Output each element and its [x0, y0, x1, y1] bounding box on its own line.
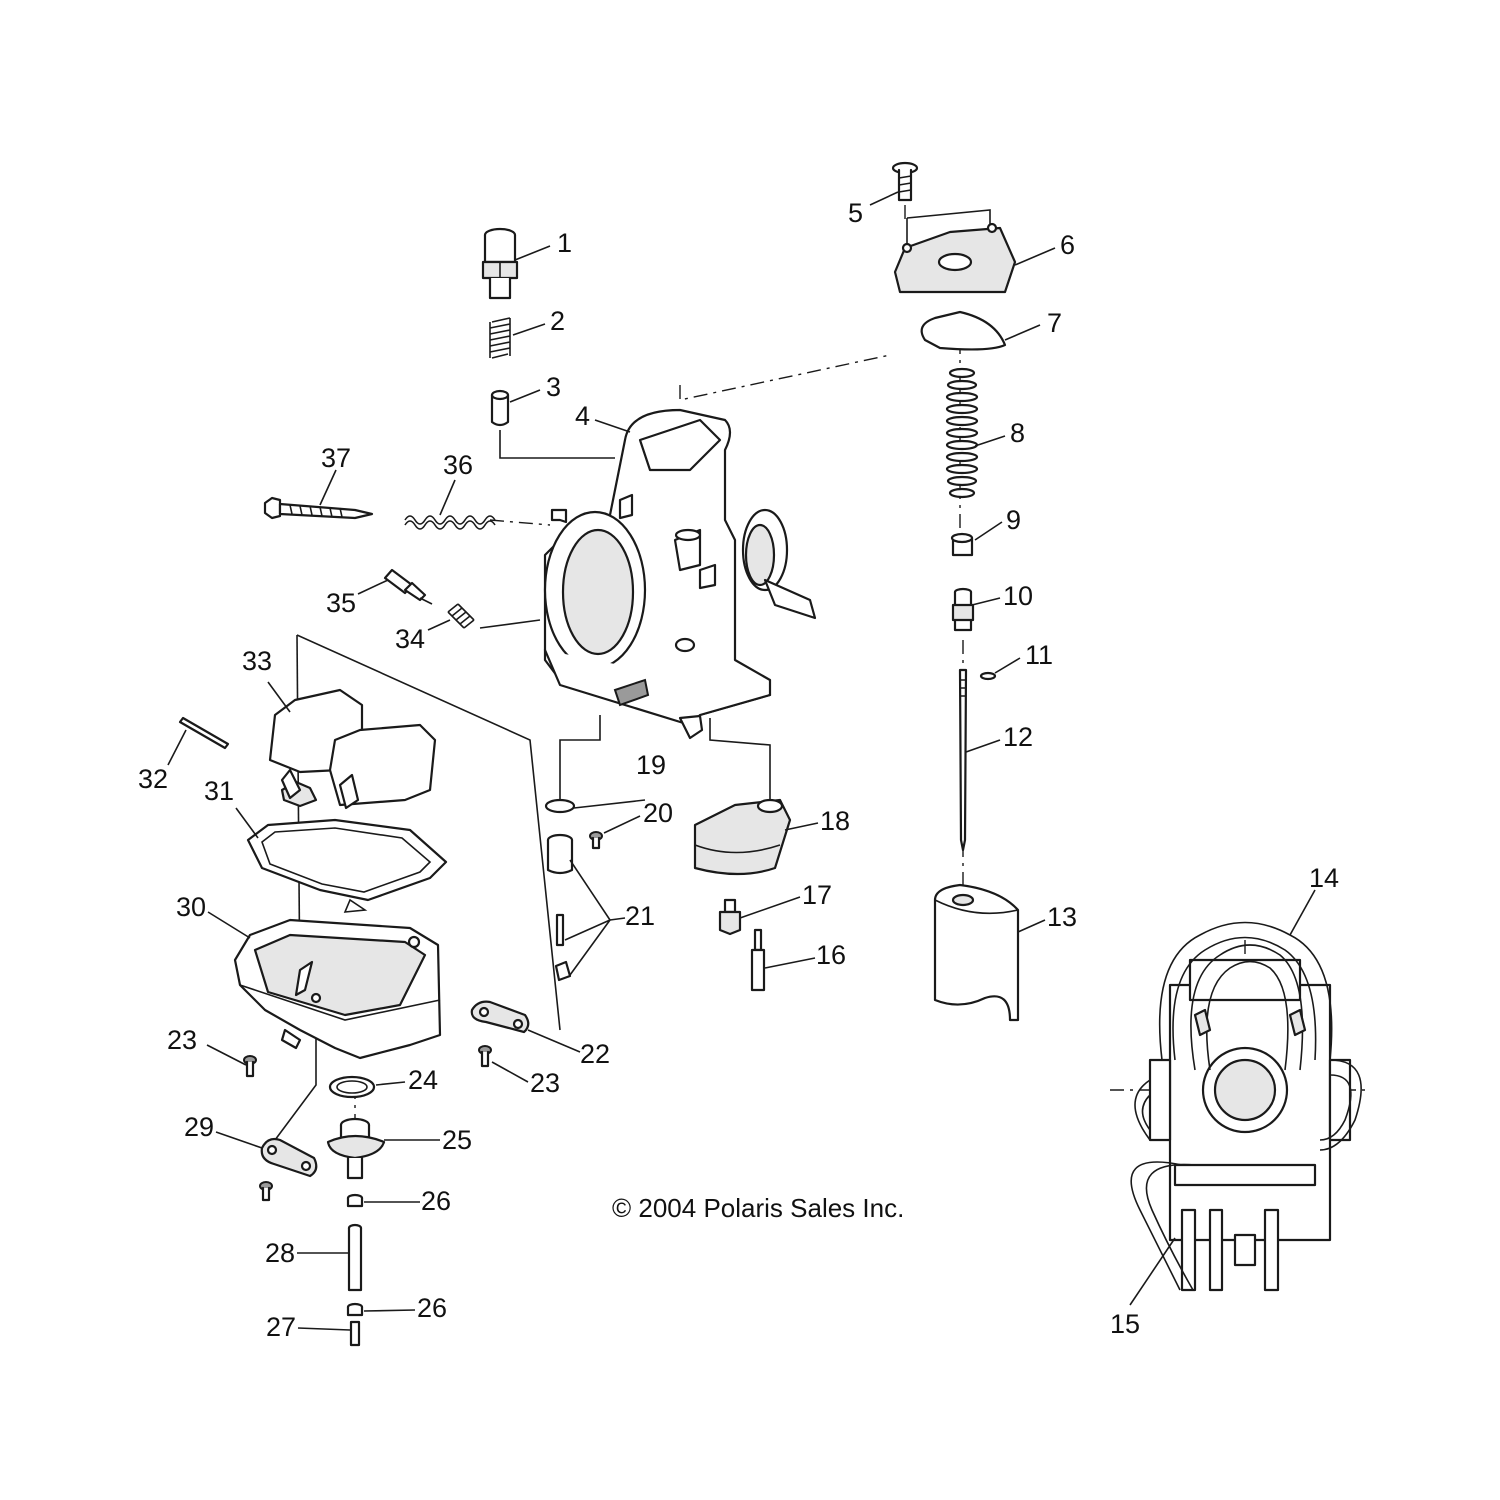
part-16-pilot-jet: [750, 928, 766, 992]
callout-2: 2: [550, 306, 565, 336]
callout-28: 28: [265, 1238, 295, 1268]
part-22-bracket: [470, 1000, 530, 1034]
part-37-idle-screw: [263, 496, 374, 520]
callout-13: 13: [1047, 902, 1077, 932]
part-5-screw: [891, 161, 919, 202]
callout-32: 32: [138, 764, 168, 794]
callout-29: 29: [184, 1112, 214, 1142]
copyright-notice: © 2004 Polaris Sales Inc.: [612, 1193, 904, 1223]
part-19-o-ring: [544, 798, 576, 814]
callout-6: 6: [1060, 230, 1075, 260]
part-20-screw: [589, 831, 603, 850]
callout-20: 20: [643, 798, 673, 828]
callout-14: 14: [1309, 863, 1339, 893]
part-24-o-ring: [328, 1075, 376, 1099]
callout-17: 17: [802, 880, 832, 910]
part-8-main-spring: [945, 367, 979, 499]
part-34-spring: [447, 603, 475, 629]
part-9-retainer: [950, 532, 974, 557]
part-7-gasket: [920, 310, 1007, 351]
part-1-inlet-fitting: [481, 227, 519, 300]
part-32-float-pin: [178, 716, 230, 750]
part-14-15-assembled-view: [1130, 921, 1362, 1292]
part-27-plug-screw: [349, 1320, 361, 1347]
part-30-float-bowl: [233, 918, 442, 1060]
part-6-top-cap: [893, 222, 1017, 294]
callout-11: 11: [1025, 640, 1053, 670]
callout-21: 21: [625, 901, 655, 931]
callout-1: 1: [557, 228, 572, 258]
callout-26-lower: 26: [417, 1293, 447, 1323]
part-33-float: [268, 688, 437, 810]
callout-4: 4: [575, 401, 590, 431]
callout-19: 19: [636, 750, 666, 780]
part-28-tube: [347, 1223, 363, 1292]
callout-27: 27: [266, 1312, 296, 1342]
part-3-plunger: [490, 389, 510, 427]
part-26-washer-lower: [346, 1302, 364, 1317]
callout-8: 8: [1010, 418, 1025, 448]
part-11-clip: [979, 671, 997, 681]
part-21-needle-valve: [546, 833, 574, 982]
callout-10: 10: [1003, 581, 1033, 611]
part-23-screw-left: [243, 1055, 257, 1078]
part-12-jet-needle: [958, 668, 968, 852]
callout-9: 9: [1006, 505, 1021, 535]
part-29-bracket: [259, 1137, 318, 1202]
callout-35: 35: [326, 588, 356, 618]
part-26-washer-upper: [346, 1193, 364, 1208]
part-2-spring: [489, 317, 511, 359]
copyright-text: © 2004 Polaris Sales Inc.: [612, 1193, 904, 1223]
part-31-bowl-gasket: [246, 818, 448, 913]
part-36-spring: [404, 515, 496, 530]
part-23-screw-right: [478, 1045, 492, 1068]
callout-23-left: 23: [167, 1025, 197, 1055]
callout-22: 22: [580, 1039, 610, 1069]
callout-37: 37: [321, 443, 351, 473]
callout-12: 12: [1003, 722, 1033, 752]
part-17-main-jet: [718, 898, 742, 936]
part-4-carburetor-body: [543, 408, 817, 740]
callout-36: 36: [443, 450, 473, 480]
callout-30: 30: [176, 892, 206, 922]
part-35-air-screw: [383, 568, 433, 605]
callout-33: 33: [242, 646, 272, 676]
callout-23-right: 23: [530, 1068, 560, 1098]
part-10-needle-holder: [951, 587, 975, 632]
callout-25: 25: [442, 1125, 472, 1155]
callout-5: 5: [848, 198, 863, 228]
callout-15: 15: [1110, 1309, 1140, 1339]
callout-26-upper: 26: [421, 1186, 451, 1216]
part-13-throttle-slide: [933, 883, 1020, 1022]
callout-34: 34: [395, 624, 425, 654]
callout-7: 7: [1047, 308, 1062, 338]
callout-31: 31: [204, 776, 234, 806]
callout-leaders: [167, 191, 1316, 1331]
callout-24: 24: [408, 1065, 438, 1095]
part-18-adapter: [693, 798, 792, 876]
callout-3: 3: [546, 372, 561, 402]
part-25-drain-plug: [326, 1117, 386, 1180]
callout-16: 16: [816, 940, 846, 970]
callout-labels: 1 2 3 4 5 6 7 8 9 10 11 12 13 14 15 16 1…: [138, 198, 1339, 1342]
callout-18: 18: [820, 806, 850, 836]
